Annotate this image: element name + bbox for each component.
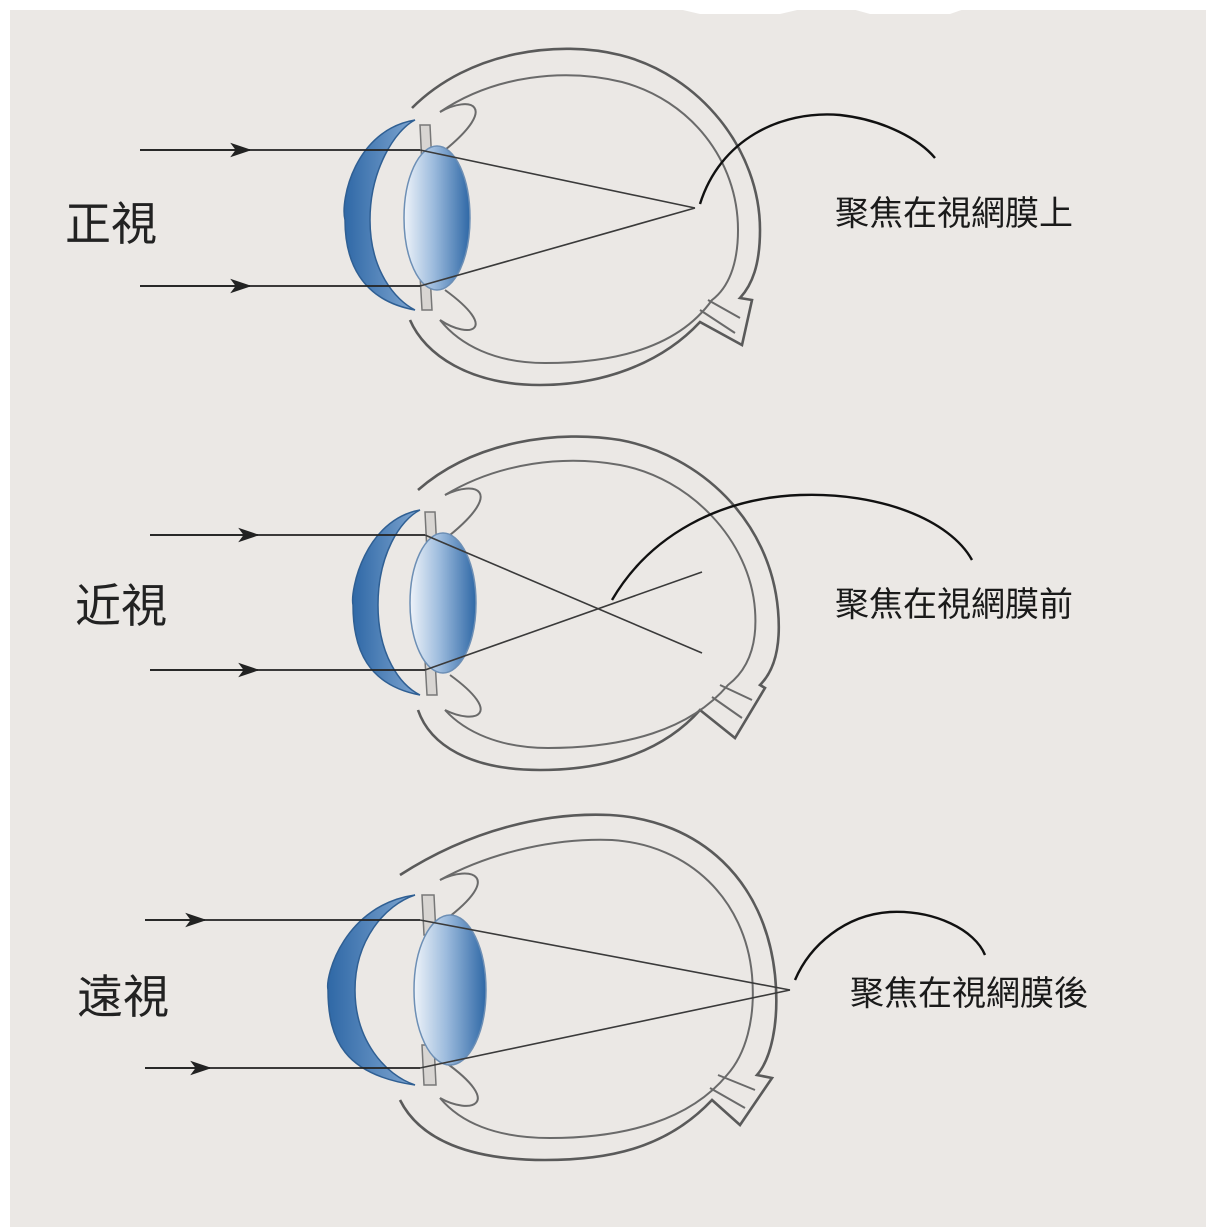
top-tab-right xyxy=(820,0,990,14)
focus-note: 聚焦在視網膜後 xyxy=(850,974,1088,1014)
focus-note: 聚焦在視網膜前 xyxy=(835,585,1073,625)
row-emmetropia: 正視 聚焦在視網膜上 xyxy=(65,49,1073,385)
focus-pointer-line xyxy=(700,114,935,204)
lens xyxy=(404,146,470,290)
row-hyperopia: 遠視 聚焦在視網膜後 xyxy=(77,815,1088,1160)
lens xyxy=(414,915,486,1065)
focus-pointer-line xyxy=(795,912,985,980)
top-tab-left xyxy=(640,0,840,14)
row-myopia: 近視 聚焦在視網膜前 xyxy=(75,437,1073,770)
lens xyxy=(410,533,476,673)
focus-note: 聚焦在視網膜上 xyxy=(835,194,1073,234)
cornea xyxy=(328,895,415,1085)
condition-label: 遠視 xyxy=(77,970,169,1024)
condition-label: 近視 xyxy=(75,579,167,633)
condition-label: 正視 xyxy=(65,197,157,251)
